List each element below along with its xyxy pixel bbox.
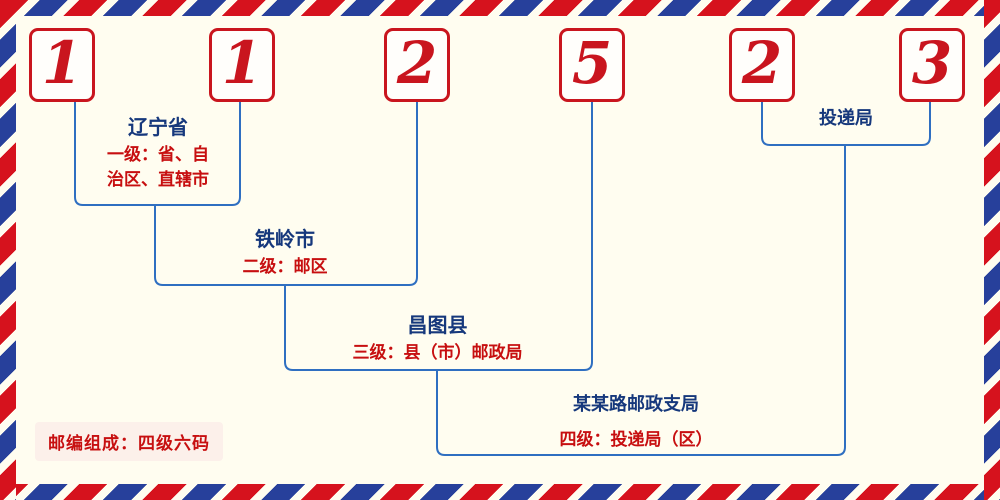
label-level1-province: 辽宁省 一级：省、自 治区、直辖市 bbox=[72, 114, 244, 192]
level3-name: 昌图县 bbox=[407, 315, 468, 337]
postal-digit-2: 1 bbox=[221, 29, 263, 97]
postal-digit-box-2: 1 bbox=[209, 28, 275, 102]
label-delivery-office: 投递局 bbox=[776, 106, 916, 130]
postal-digit-4: 5 bbox=[571, 29, 613, 97]
airmail-border-bottom bbox=[0, 484, 1000, 500]
airmail-border-left bbox=[0, 0, 16, 500]
postal-digit-box-1: 1 bbox=[29, 28, 95, 102]
level4-desc: 四级：投递局（区） bbox=[559, 430, 713, 449]
level2-desc: 二级：邮区 bbox=[242, 257, 328, 276]
label-level3-county: 昌图县 三级：县（市）邮政局 bbox=[300, 312, 575, 365]
postal-digit-6: 3 bbox=[911, 29, 953, 97]
label-level2-district: 铁岭市 二级：邮区 bbox=[175, 226, 395, 279]
level1-desc-line2: 治区、直辖市 bbox=[107, 170, 209, 189]
postal-digit-box-3: 2 bbox=[384, 28, 450, 102]
airmail-border-top bbox=[0, 0, 1000, 16]
postal-digit-5: 2 bbox=[741, 29, 783, 97]
postal-digit-box-6: 3 bbox=[899, 28, 965, 102]
composition-note: 邮编组成：四级六码 bbox=[35, 422, 223, 461]
postal-digit-1: 1 bbox=[41, 29, 83, 97]
postal-digit-box-4: 5 bbox=[559, 28, 625, 102]
label-level4-branch: 某某路邮政支局 四级：投递局（区） bbox=[500, 390, 772, 452]
level2-name: 铁岭市 bbox=[255, 229, 315, 251]
level1-name: 辽宁省 bbox=[128, 117, 188, 139]
level3-desc: 三级：县（市）邮政局 bbox=[352, 343, 523, 362]
postal-digit-box-5: 2 bbox=[729, 28, 795, 102]
delivery-name: 投递局 bbox=[819, 108, 873, 128]
airmail-border-right bbox=[984, 0, 1000, 500]
level1-desc-line1: 一级：省、自 bbox=[107, 145, 209, 164]
level4-name: 某某路邮政支局 bbox=[573, 394, 699, 414]
postal-digit-3: 2 bbox=[396, 29, 438, 97]
